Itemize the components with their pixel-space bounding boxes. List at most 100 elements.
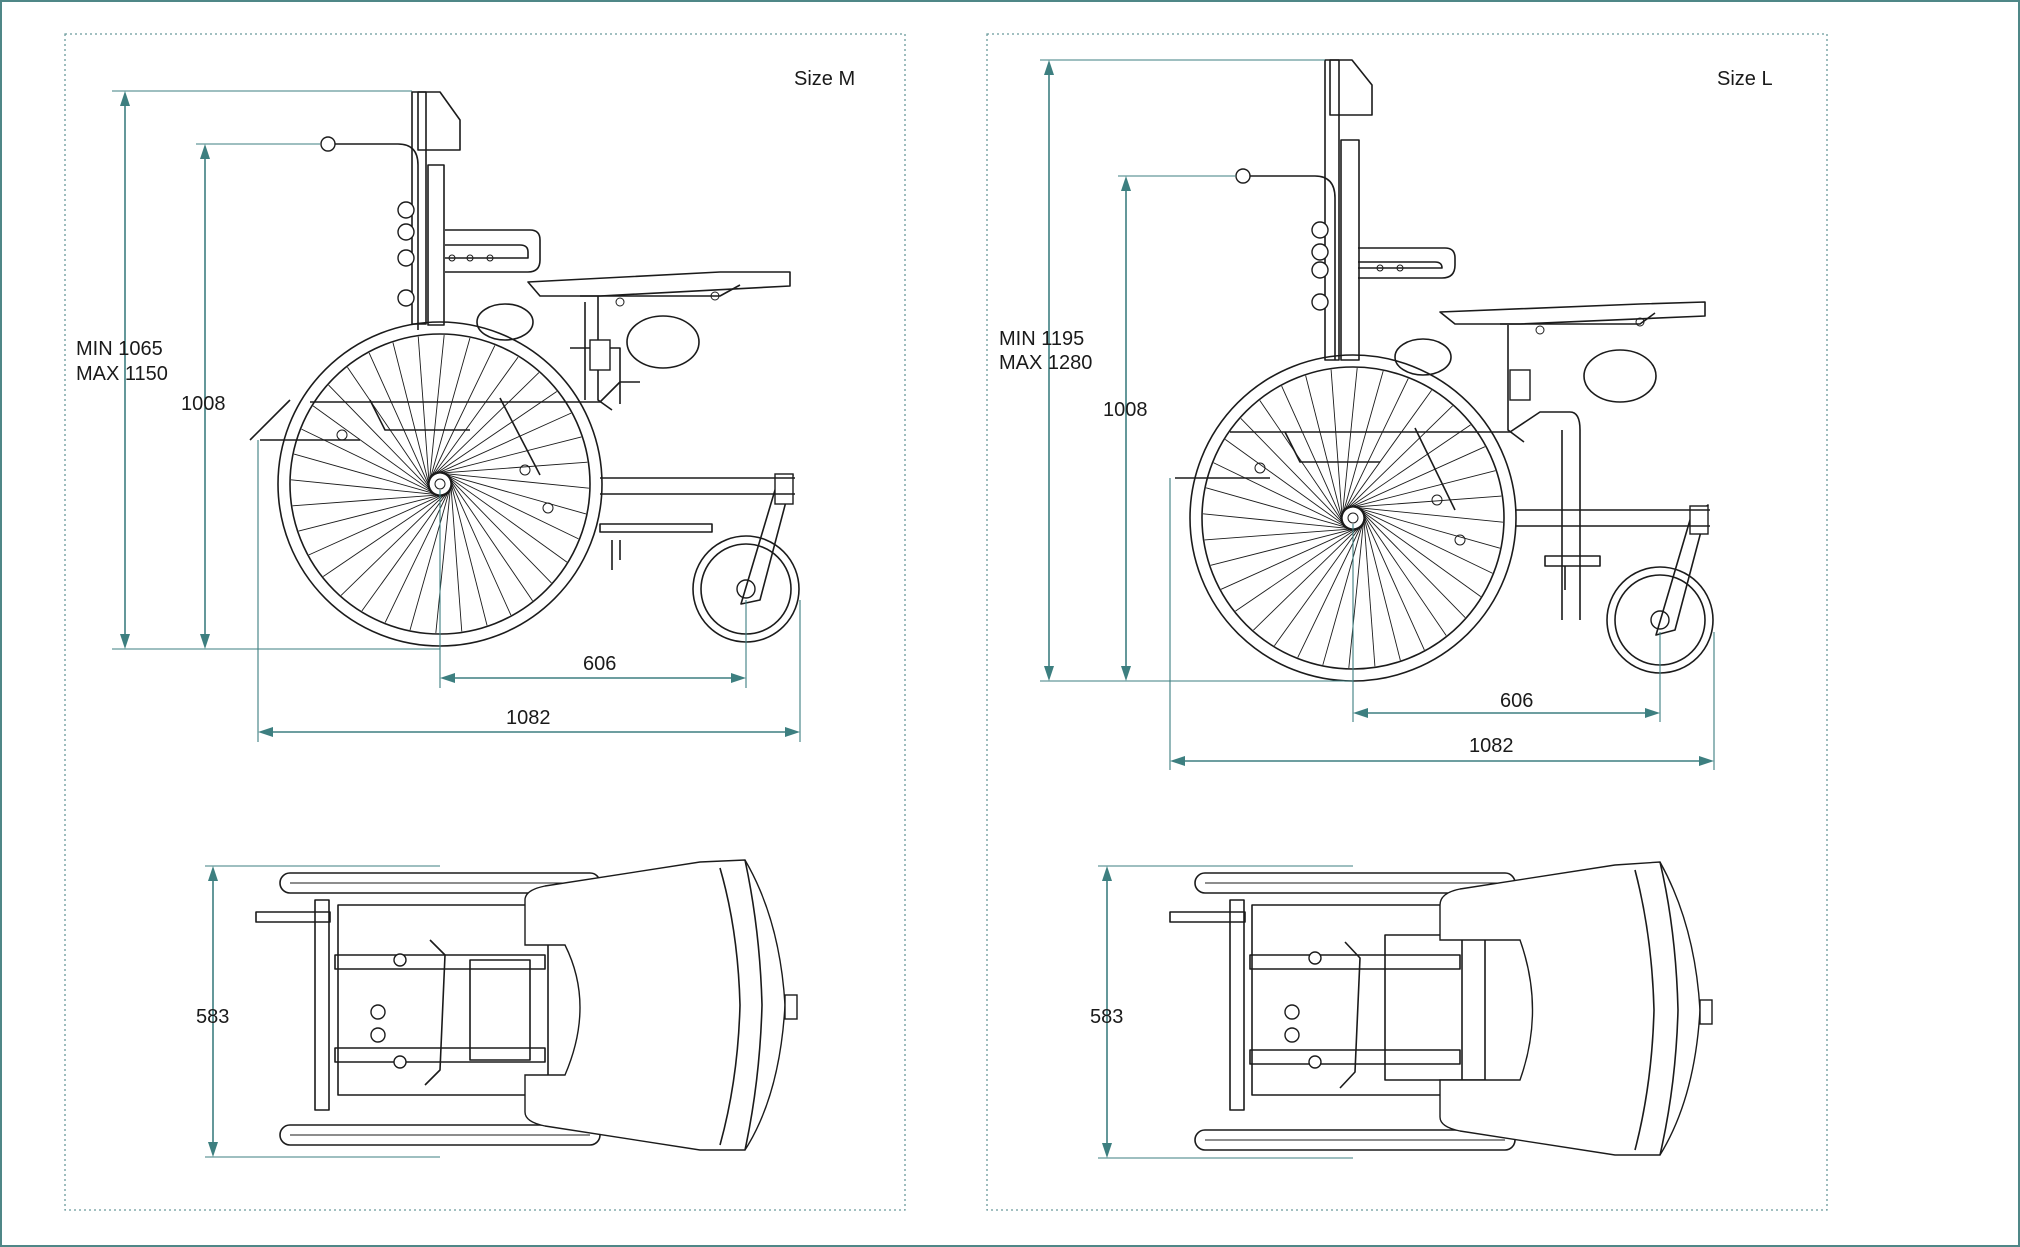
size-m-height-dimension: MIN 1065 MAX 1150 xyxy=(76,90,440,650)
wheel-spoke xyxy=(1205,487,1356,531)
wheel-spoke xyxy=(1210,526,1361,566)
size-l-length-dimension: 1082 xyxy=(1169,478,1715,770)
wheel-spoke xyxy=(1281,385,1346,528)
wheel-spoke xyxy=(427,356,519,483)
size-l-label: Size L xyxy=(1717,68,1773,90)
wheel-spoke xyxy=(448,476,488,626)
wheel-spoke xyxy=(384,483,453,623)
size-m-wheelbase: 606 xyxy=(583,653,616,675)
wheel-spoke xyxy=(322,489,451,577)
wheel-spoke xyxy=(1342,424,1471,513)
wheel-spoke xyxy=(1224,439,1352,531)
wheel-spoke xyxy=(1220,525,1363,590)
size-l-overall-length: 1082 xyxy=(1469,735,1514,757)
size-m-top-view xyxy=(255,859,798,1151)
wheel-spoke xyxy=(1340,389,1432,517)
size-l-side-view xyxy=(1175,59,1714,682)
wheel-spoke xyxy=(392,342,432,492)
wheel-spoke xyxy=(445,473,533,602)
wheel-spoke xyxy=(1204,527,1360,541)
size-l-height-dimension: MIN 1195 MAX 1280 xyxy=(999,59,1353,682)
wheel-spoke xyxy=(1259,400,1348,529)
wheel-spoke xyxy=(427,337,471,487)
wheel-spoke xyxy=(1213,462,1354,531)
wheel-spoke xyxy=(1356,506,1466,618)
size-m-width-dimension: 583 xyxy=(196,865,440,1158)
wheel-spoke xyxy=(1348,513,1365,668)
size-m-height-max: MAX 1150 xyxy=(76,363,168,385)
wheel-spoke xyxy=(361,485,453,612)
wheel-spoke xyxy=(1346,495,1502,509)
wheel-spoke xyxy=(1240,418,1350,530)
wheel-spoke xyxy=(449,477,463,632)
size-m-label: Size M xyxy=(794,68,855,90)
wheel-spoke xyxy=(1350,505,1501,549)
panel-size-l: Size L xyxy=(986,33,1828,1211)
size-l-width-dimension: 583 xyxy=(1090,865,1353,1159)
size-m-handle-height-dimension: 1008 xyxy=(181,143,320,649)
wheel-spoke xyxy=(435,479,452,633)
wheel-spoke xyxy=(1297,517,1366,658)
size-l-height-min: MIN 1195 xyxy=(999,328,1084,350)
wheel-spoke xyxy=(340,487,452,596)
wheel-spoke xyxy=(430,412,572,477)
size-l-handle-height: 1008 xyxy=(1103,399,1148,421)
wheel-spoke xyxy=(1345,470,1496,510)
wheel-spoke xyxy=(1322,515,1366,666)
wheel-spoke xyxy=(435,472,589,489)
wheel-spoke xyxy=(1343,446,1486,511)
wheel-spoke xyxy=(312,405,439,497)
wheel-spoke xyxy=(428,372,540,481)
wheel-spoke xyxy=(427,345,496,485)
wheel-spoke xyxy=(1330,369,1344,525)
wheel-spoke xyxy=(409,481,453,631)
wheel-spoke xyxy=(441,471,568,563)
wheel-spoke xyxy=(417,336,431,491)
wheel-spoke xyxy=(301,428,441,497)
size-m-overall-length: 1082 xyxy=(506,707,551,729)
wheel-spoke xyxy=(429,391,558,479)
wheel-spoke xyxy=(1348,506,1503,523)
wheel-spoke xyxy=(368,352,433,494)
size-l-wheelbase: 606 xyxy=(1500,690,1533,712)
wheel-spoke xyxy=(432,436,582,476)
wheel-spoke xyxy=(292,493,447,507)
wheel-spoke xyxy=(1235,523,1364,612)
wheel-spoke xyxy=(308,491,450,556)
wheel-spoke xyxy=(1340,370,1384,521)
panel-size-m: Size M xyxy=(64,33,906,1211)
size-l-wheelbase-dimension: 606 xyxy=(1352,524,1661,722)
panel-size-m-border xyxy=(64,33,906,1211)
wheel-spoke xyxy=(298,492,448,532)
wheel-spoke xyxy=(1253,521,1365,631)
size-m-overall-width: 583 xyxy=(196,1006,229,1028)
size-l-height-max: MAX 1280 xyxy=(999,352,1092,374)
wheel-spoke xyxy=(1361,510,1401,661)
wheel-spoke xyxy=(1362,511,1376,667)
size-m-wheelbase-dimension: 606 xyxy=(439,490,747,688)
wheel-spoke xyxy=(328,384,437,496)
wheel-spoke xyxy=(1354,505,1482,597)
wheel-spoke xyxy=(1360,508,1425,651)
wheel-spoke xyxy=(347,366,435,495)
size-m-length-dimension: 1082 xyxy=(257,440,801,742)
size-l-handle-height-dimension: 1008 xyxy=(1103,175,1236,681)
wheel-spoke xyxy=(291,479,445,496)
wheel-spoke xyxy=(1341,405,1453,515)
panel-size-l-border xyxy=(986,33,1828,1211)
wheel-spoke xyxy=(1340,378,1409,519)
size-l-rear-wheel-spokes xyxy=(1203,368,1503,668)
wheel-spoke xyxy=(433,461,588,475)
size-m-handle-height: 1008 xyxy=(181,393,226,415)
wheel-spoke xyxy=(293,453,443,497)
wheel-spoke xyxy=(1305,375,1345,526)
wheel-spoke xyxy=(1203,513,1358,530)
size-l-top-view xyxy=(1169,861,1713,1156)
wheel-spoke xyxy=(428,335,445,489)
wheel-spoke xyxy=(447,474,512,616)
size-l-overall-width: 583 xyxy=(1090,1006,1123,1028)
wheel-spoke xyxy=(1358,507,1447,636)
wheel-spoke xyxy=(443,472,552,584)
